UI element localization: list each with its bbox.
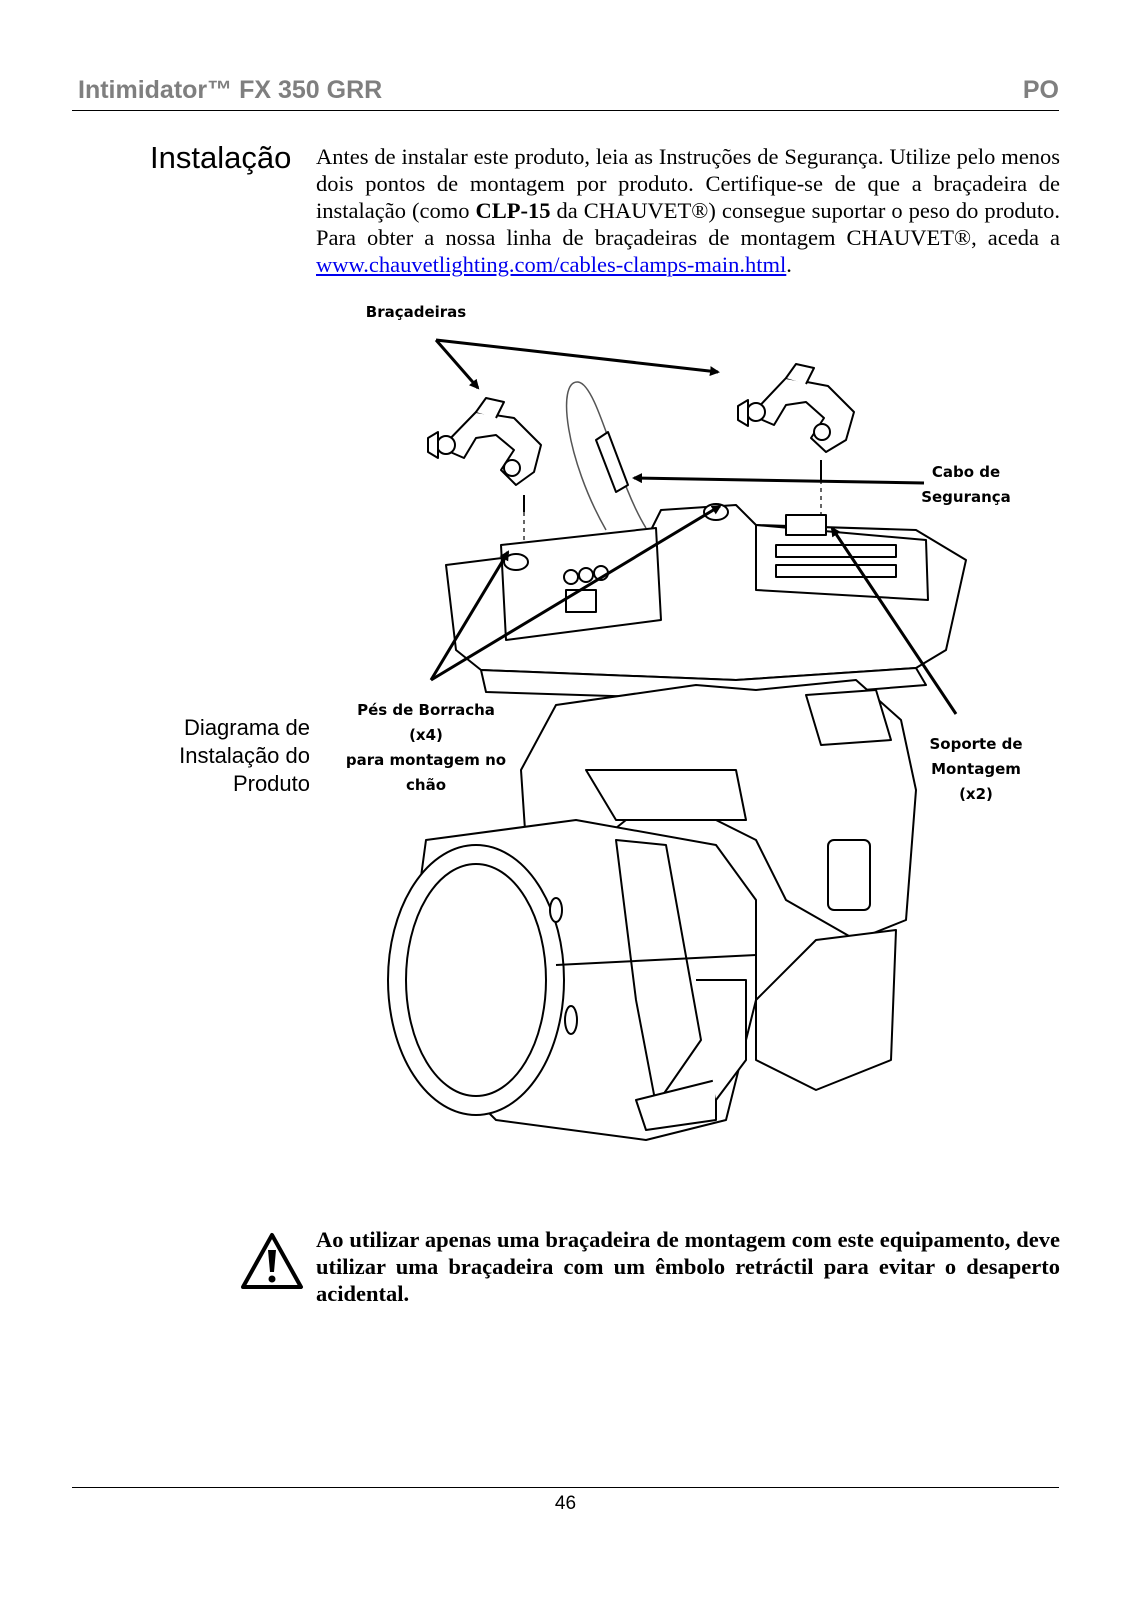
- clamps-link[interactable]: www.chauvetlighting.com/cables-clamps-ma…: [316, 252, 787, 277]
- warning-icon: [240, 1232, 304, 1290]
- caption-line-1: Diagrama de: [184, 715, 310, 740]
- intro-paragraph: Antes de instalar este produto, leia as …: [316, 143, 1060, 278]
- feet-label-line-1: Pés de Borracha: [357, 701, 495, 719]
- safety-cable-label: Cabo de Segurança: [896, 460, 1036, 510]
- caption-line-2: Instalação do: [179, 743, 310, 768]
- language-code: PO: [1022, 76, 1059, 104]
- right-clamp-icon: [737, 363, 855, 480]
- bracket-arrow: [830, 526, 958, 715]
- feet-label-line-2: (x4): [409, 726, 443, 744]
- safety-cable-arrow: [632, 473, 925, 485]
- clamps-label: Braçadeiras: [365, 303, 467, 321]
- footer-divider: [72, 1487, 1059, 1488]
- bracket-label-line-1: Soporte de: [929, 735, 1023, 753]
- feet-arrow-right: [430, 504, 722, 682]
- feet-label-line-3: para montagem no: [345, 751, 507, 769]
- clamp-arrow-left: [434, 339, 480, 390]
- mounting-bracket-label: Soporte de Montagem (x2): [906, 732, 1046, 807]
- bracket-label-line-3: (x2): [959, 785, 993, 803]
- feet-label-line-4: chão: [406, 776, 446, 794]
- intro-text-end: .: [786, 252, 792, 277]
- warning-text: Ao utilizar apenas uma braçadeira de mon…: [316, 1227, 1060, 1306]
- caption-line-3: Produto: [232, 771, 310, 796]
- installation-diagram: Braçadeiras Cabo de Segurança Pés de Bor…: [316, 300, 1060, 1180]
- safety-label-line-1: Cabo de: [931, 463, 1001, 481]
- clamp-arrow-right: [435, 338, 720, 377]
- document-title: Intimidator™ FX 350 GRR: [78, 76, 383, 104]
- left-clamp-icon: [427, 397, 542, 512]
- intro-text-1: Antes de instalar este produto, leia as …: [316, 144, 1060, 223]
- diagram-caption: Diagrama de Instalação do Produto: [100, 714, 310, 798]
- feet-arrow-left: [429, 550, 510, 681]
- section-heading: Instalação: [150, 140, 292, 175]
- intro-text-2: da CHAUVET®) consegue suportar o peso do…: [316, 198, 1061, 250]
- safety-label-line-2: Segurança: [921, 488, 1011, 506]
- rubber-feet-label: Pés de Borracha (x4) para montagem no ch…: [326, 698, 526, 798]
- moving-head-illustration: [387, 338, 967, 1141]
- intro-product-code: CLP-15: [475, 198, 551, 223]
- page-number: 46: [554, 1493, 577, 1514]
- header-divider: [72, 110, 1059, 111]
- bracket-label-line-2: Montagem: [931, 760, 1021, 778]
